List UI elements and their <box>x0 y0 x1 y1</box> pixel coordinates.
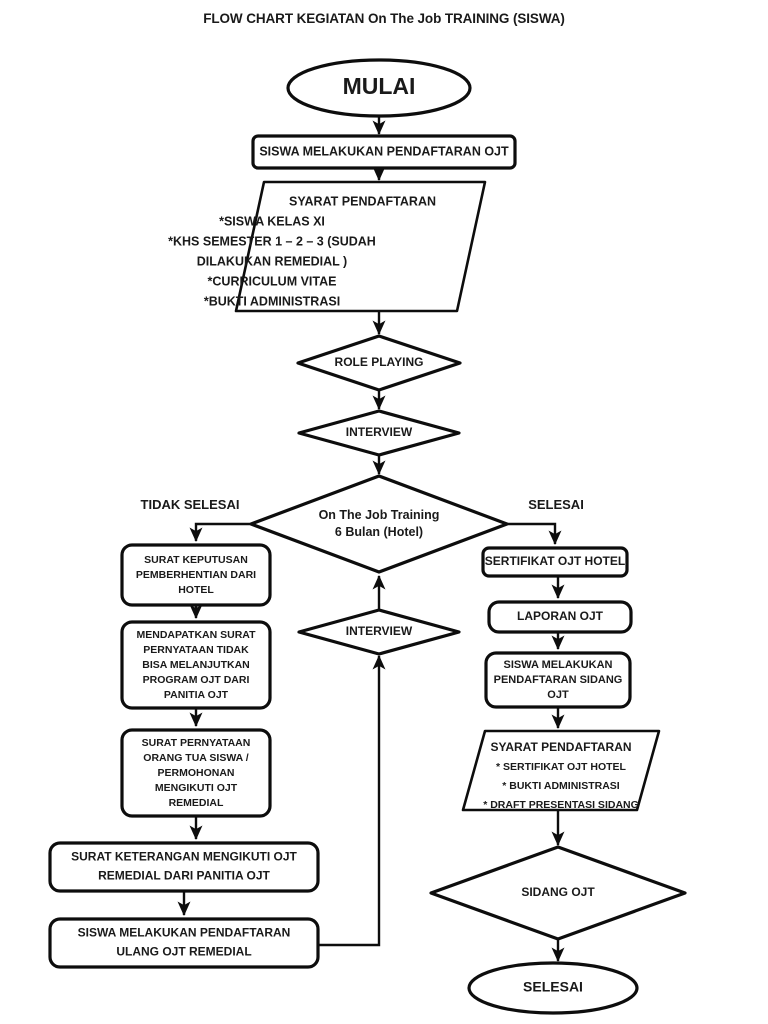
flow-node-mendapatkan-surat-pernyataan[interactable]: MENDAPATKAN SURAT PERNYATAAN TIDAK BISA ME… <box>120 620 272 710</box>
node-text-line: PERNYATAAN TIDAK <box>143 644 249 656</box>
node-text-line: * BUKTI ADMINISTRASI <box>502 780 620 792</box>
node-text-line: PENDAFTARAN SIDANG <box>494 674 623 686</box>
process-shape <box>487 600 633 634</box>
flow-node-selesai[interactable]: SELESAI <box>467 961 639 1015</box>
data-shape <box>461 729 661 812</box>
flow-node-mulai[interactable]: MULAI <box>286 58 472 118</box>
connector-label: TIDAK SELESAI <box>141 497 240 512</box>
node-text-line: SISWA MELAKUKAN PENDAFTARAN <box>78 926 291 940</box>
node-text-line: SERTIFIKAT OJT HOTEL <box>485 554 625 568</box>
process-shape <box>251 134 517 170</box>
process-shape <box>481 546 629 578</box>
node-text-line: PERMOHONAN <box>157 767 234 779</box>
node-text-line: * DRAFT PRESENTASI SIDANG <box>483 799 639 811</box>
node-text-line: REMEDIAL DARI PANITIA OJT <box>98 869 270 883</box>
flow-node-on-the-job-training[interactable]: On The Job Training 6 Bulan (Hotel) <box>249 474 509 574</box>
data-shape <box>234 180 487 313</box>
node-text-line: SURAT KETERANGAN MENGIKUTI OJT <box>71 850 297 864</box>
node-text-line: ROLE PLAYING <box>335 355 424 369</box>
node-text-line: INTERVIEW <box>346 425 413 439</box>
node-text-line: HOTEL <box>178 584 214 596</box>
node-text-line: SISWA MELAKUKAN PENDAFTARAN OJT <box>259 144 509 158</box>
flow-node-sertifikat-ojt-hotel[interactable]: SERTIFIKAT OJT HOTEL <box>481 546 629 578</box>
flow-node-sidang-ojt[interactable]: SIDANG OJT <box>429 845 687 941</box>
node-text-line: MULAI <box>343 73 416 99</box>
node-text-line: MENGIKUTI OJT <box>155 782 238 794</box>
decision-shape <box>249 474 509 574</box>
node-text-line: SELESAI <box>523 979 583 995</box>
node-text-line: PROGRAM OJT DARI <box>143 674 250 686</box>
flow-node-laporan-ojt[interactable]: LAPORAN OJT <box>487 600 633 634</box>
node-text-line: OJT <box>547 689 569 701</box>
node-text-line: SISWA MELAKUKAN <box>504 659 613 671</box>
node-text-line: 6 Bulan (Hotel) <box>335 525 423 539</box>
process-shape <box>48 917 320 969</box>
decision-shape <box>297 409 461 457</box>
node-text-line: PANITIA OJT <box>164 689 229 701</box>
node-text-line: *BUKTI ADMINISTRASI <box>204 294 340 308</box>
flow-node-interview-remedial[interactable]: INTERVIEW <box>297 608 461 656</box>
node-text-line: SURAT KEPUTUSAN <box>144 554 248 566</box>
flow-node-surat-pernyataan-orang-tua[interactable]: SURAT PERNYATAAN ORANG TUA SISWA / PERMOHO… <box>120 728 272 818</box>
flow-node-syarat-pendaftaran-sidang[interactable]: SYARAT PENDAFTARAN * SERTIFIKAT OJT HOTEL… <box>461 729 661 812</box>
terminator-shape <box>286 58 472 118</box>
flow-node-pendaftaran-ojt[interactable]: SISWA MELAKUKAN PENDAFTARAN OJT <box>251 134 517 170</box>
page-title: FLOW CHART KEGIATAN On The Job TRAINING … <box>203 11 565 26</box>
connector-label-layer: TIDAK SELESAI SELESAI <box>141 497 584 512</box>
node-text-line: ORANG TUA SISWA / <box>143 752 248 764</box>
decision-shape <box>429 845 687 941</box>
node-text-line: INTERVIEW <box>346 624 413 638</box>
connector-label: SELESAI <box>528 497 584 512</box>
flow-node-interview-awal[interactable]: INTERVIEW <box>297 409 461 457</box>
node-text-line: On The Job Training <box>319 508 440 522</box>
node-text-line: * SERTIFIKAT OJT HOTEL <box>496 761 626 773</box>
node-text-line: LAPORAN OJT <box>517 609 604 623</box>
flow-connector <box>507 522 562 545</box>
node-text-line: PEMBERHENTIAN DARI <box>136 569 256 581</box>
node-text-line: BISA MELANJUTKAN <box>142 659 250 671</box>
process-shape <box>120 543 272 607</box>
flow-connector <box>189 522 251 542</box>
node-text-line: REMEDIAL <box>169 797 224 809</box>
node-text-line: SYARAT PENDAFTARAN <box>289 194 436 208</box>
node-text-line: *SISWA KELAS XI <box>219 214 325 228</box>
connector-layer <box>177 116 565 962</box>
flow-node-surat-keterangan-mengikuti[interactable]: SURAT KETERANGAN MENGIKUTI OJT REMEDIAL D… <box>48 841 320 893</box>
process-shape <box>48 841 320 893</box>
node-text-line: SIDANG OJT <box>521 885 595 899</box>
node-text-line: *KHS SEMESTER 1 – 2 – 3 (SUDAH <box>168 234 376 248</box>
flow-node-role-playing[interactable]: ROLE PLAYING <box>296 334 462 392</box>
flow-node-pendaftaran-sidang-ojt[interactable]: SISWA MELAKUKAN PENDAFTARAN SIDANG OJT <box>484 651 632 709</box>
decision-shape <box>296 334 462 392</box>
node-layer: MULAI SISWA MELAKUKAN PENDAFTARAN OJT SYAR… <box>48 58 687 1015</box>
node-text-line: ULANG OJT REMEDIAL <box>116 945 251 959</box>
process-shape <box>484 651 632 709</box>
flow-node-surat-keputusan-pemberhentian[interactable]: SURAT KEPUTUSAN PEMBERHENTIAN DARI HOTEL <box>120 543 272 607</box>
node-text-line: MENDAPATKAN SURAT <box>137 629 257 641</box>
node-text-line: DILAKUKAN REMEDIAL ) <box>197 254 347 268</box>
flow-connector <box>318 655 386 947</box>
node-text-line: *CURRICULUM VITAE <box>208 274 337 288</box>
process-shape <box>120 620 272 710</box>
process-shape <box>120 728 272 818</box>
node-text-line: SYARAT PENDAFTARAN <box>490 740 631 754</box>
flow-node-syarat-pendaftaran-ojt[interactable]: SYARAT PENDAFTARAN *SISWA KELAS XI *KHS SE… <box>168 180 487 313</box>
decision-shape <box>297 608 461 656</box>
terminator-shape <box>467 961 639 1015</box>
flow-node-pendaftaran-ulang-remedial[interactable]: SISWA MELAKUKAN PENDAFTARAN ULANG OJT REM… <box>48 917 320 969</box>
node-text-line: SURAT PERNYATAAN <box>142 737 251 749</box>
